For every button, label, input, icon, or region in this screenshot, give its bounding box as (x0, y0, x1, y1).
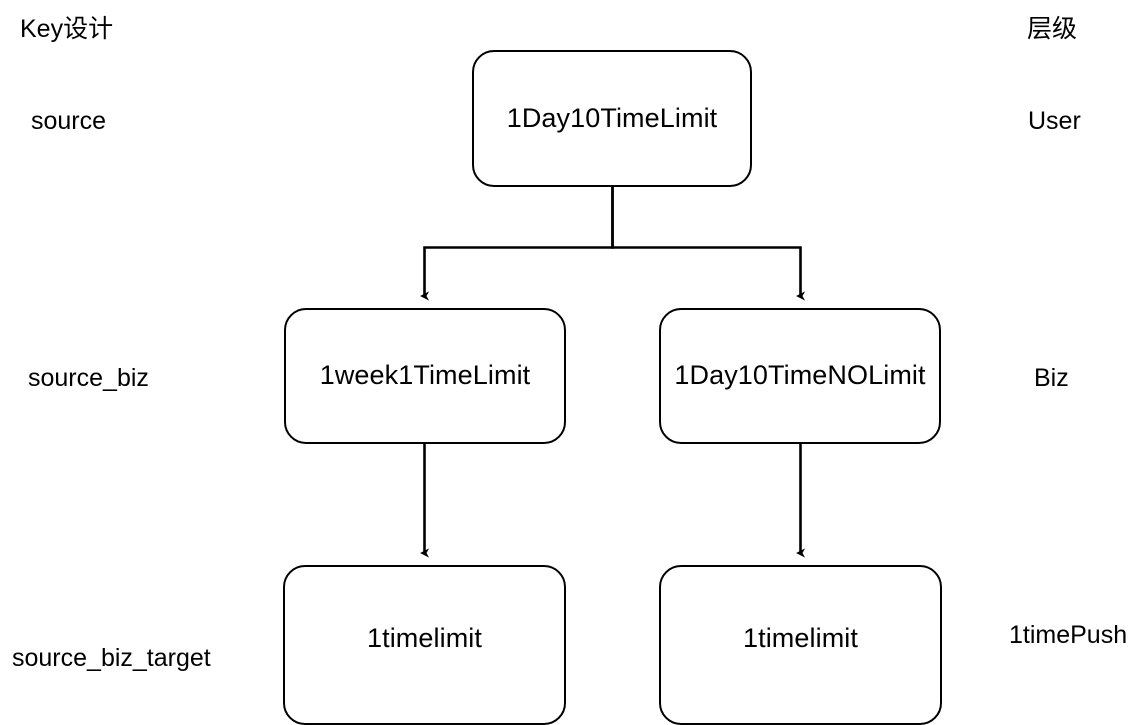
node-root-1day10timelimit[interactable]: 1Day10TimeLimit (472, 50, 752, 187)
node-label: 1Day10TimeLimit (506, 102, 718, 133)
row-label-source-biz-target: source_biz_target (12, 644, 211, 672)
edge-root-to-biz-right (611, 187, 806, 301)
level-label-one-time-push: 1timePush (1009, 621, 1128, 649)
node-label: 1timelimit (366, 623, 482, 653)
node-label: 1timelimit (742, 623, 858, 653)
node-label: 1Day10TimeNOLimit (674, 360, 926, 391)
edge-root-to-biz-left (420, 187, 614, 301)
node-biz-1day10timenolimit[interactable]: 1Day10TimeNOLimit (659, 308, 941, 444)
node-label: 1week1TimeLimit (319, 360, 531, 391)
column-header-key-design: Key设计 (20, 15, 114, 43)
node-target-1timelimit-right[interactable]: 1timelimit (659, 565, 942, 725)
column-header-level: 层级 (1027, 15, 1078, 43)
diagram-canvas: Key设计 source source_biz source_biz_targe… (12, 15, 1128, 725)
level-label-biz: Biz (1034, 364, 1069, 392)
level-label-user: User (1028, 107, 1081, 135)
row-label-source: source (31, 107, 107, 135)
row-label-source-biz: source_biz (28, 364, 149, 392)
node-target-1timelimit-left[interactable]: 1timelimit (283, 565, 566, 725)
node-biz-1week1timelimit[interactable]: 1week1TimeLimit (284, 308, 566, 444)
